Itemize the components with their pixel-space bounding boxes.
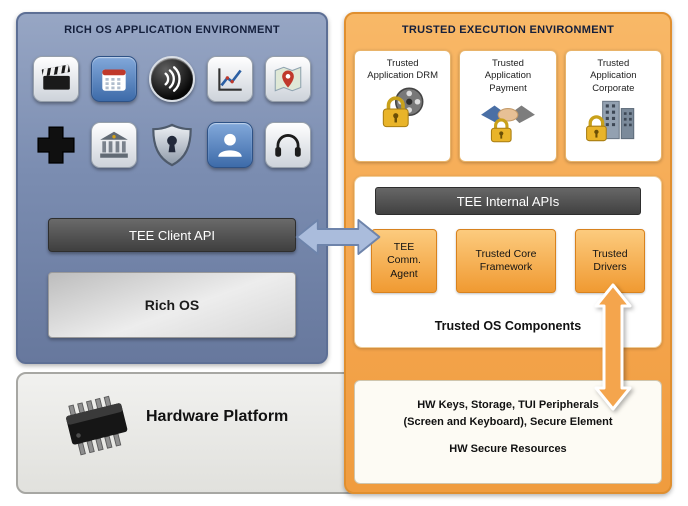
- hw-resources-line1: HW Keys, Storage, TUI Peripherals: [417, 399, 599, 411]
- tee-comm-agent-box: TEE Comm. Agent: [371, 229, 437, 293]
- rich-os-box: Rich OS: [48, 272, 296, 338]
- tee-internal-apis-label: TEE Internal APIs: [456, 193, 560, 209]
- hardware-platform-label: Hardware Platform: [146, 408, 289, 425]
- trusted-apps-row: Trusted Application DRM: [354, 50, 662, 162]
- maps-icon: [265, 56, 311, 102]
- trusted-os-components-row: TEE Comm. Agent Trusted Core Framework T…: [371, 229, 645, 293]
- handshake-lock-icon: [479, 98, 537, 149]
- tee-client-api-bar: TEE Client API: [48, 218, 296, 252]
- trusted-app-drm-label: Trusted Application DRM: [367, 58, 439, 82]
- trusted-app-payment-label: Trusted Application Payment: [484, 58, 532, 94]
- corporate-building-lock-icon: [584, 98, 642, 149]
- tee-internal-apis-bar: TEE Internal APIs: [375, 187, 641, 215]
- trusted-app-corporate-label: Trusted Application Corporate: [590, 58, 637, 94]
- drivers-hw-bidirectional-arrow: [591, 282, 635, 412]
- rich-os-panel-title: RICH OS APPLICATION ENVIRONMENT: [64, 24, 280, 36]
- bank-icon: [91, 122, 137, 168]
- film-reel-lock-icon: [374, 86, 432, 137]
- app-icon-grid: [18, 56, 326, 168]
- trusted-app-payment-card: Trusted Application Payment: [459, 50, 557, 162]
- client-api-bidirectional-arrow: [294, 215, 382, 259]
- chip-icon: [56, 392, 138, 463]
- trusted-drivers-box: Trusted Drivers: [575, 229, 645, 293]
- chart-icon: [207, 56, 253, 102]
- tee-client-api-label: TEE Client API: [129, 227, 215, 243]
- trusted-execution-environment-panel: TRUSTED EXECUTION ENVIRONMENT Trusted Ap…: [344, 12, 672, 494]
- contacts-icon: [207, 122, 253, 168]
- trusted-core-framework-label: Trusted Core Framework: [475, 247, 537, 273]
- rich-os-label: Rich OS: [144, 297, 200, 313]
- tee-panel-title: TRUSTED EXECUTION ENVIRONMENT: [401, 24, 615, 36]
- hw-secure-resources-label: HW Secure Resources: [449, 443, 567, 456]
- headphones-icon: [265, 122, 311, 168]
- rich-os-environment-panel: RICH OS APPLICATION ENVIRONMENT: [16, 12, 328, 364]
- security-shield-icon: [149, 122, 195, 168]
- trusted-app-corporate-card: Trusted Application Corporate: [564, 50, 662, 162]
- nfc-icon: [149, 56, 195, 102]
- trusted-app-drm-card: Trusted Application DRM: [354, 50, 452, 162]
- medical-icon: [33, 122, 79, 168]
- calendar-icon: [91, 56, 137, 102]
- hw-resources-line2: (Screen and Keyboard), Secure Element: [403, 416, 613, 429]
- tee-comm-agent-label: TEE Comm. Agent: [387, 241, 421, 280]
- movie-icon: [33, 56, 79, 102]
- trusted-drivers-label: Trusted Drivers: [592, 247, 628, 273]
- trusted-os-components-label: Trusted OS Components: [434, 319, 582, 333]
- trusted-core-framework-box: Trusted Core Framework: [456, 229, 556, 293]
